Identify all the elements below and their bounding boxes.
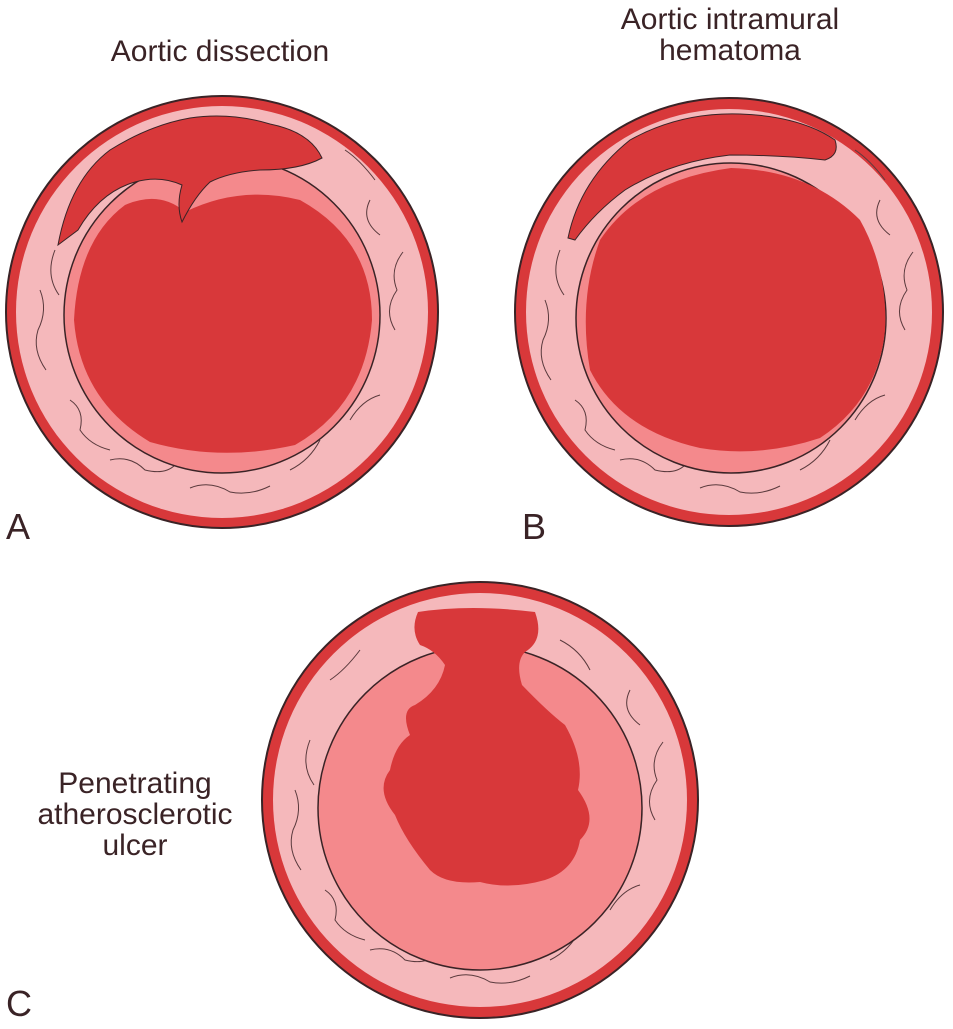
panel-a-title: Aortic dissection (110, 35, 330, 68)
panel-b-vessel (514, 97, 944, 527)
panel-b-hematoma (567, 113, 837, 241)
panel-b-lumen (585, 168, 886, 452)
panel-c-letter: C (6, 983, 32, 1024)
panel-a-letter: A (6, 506, 31, 547)
panel-c-vessel (261, 581, 699, 1019)
panel-c-ulcer (383, 608, 590, 886)
panel-a-vessel (5, 95, 439, 529)
panel-b-title: Aortic intramural hematoma (620, 3, 840, 67)
panel-c-title: Penetrating atherosclerotic ulcer (37, 767, 233, 862)
panel-a-true-lumen (74, 194, 372, 453)
panel-b-letter: B (522, 506, 547, 547)
panel-a-false-lumen (57, 115, 323, 247)
